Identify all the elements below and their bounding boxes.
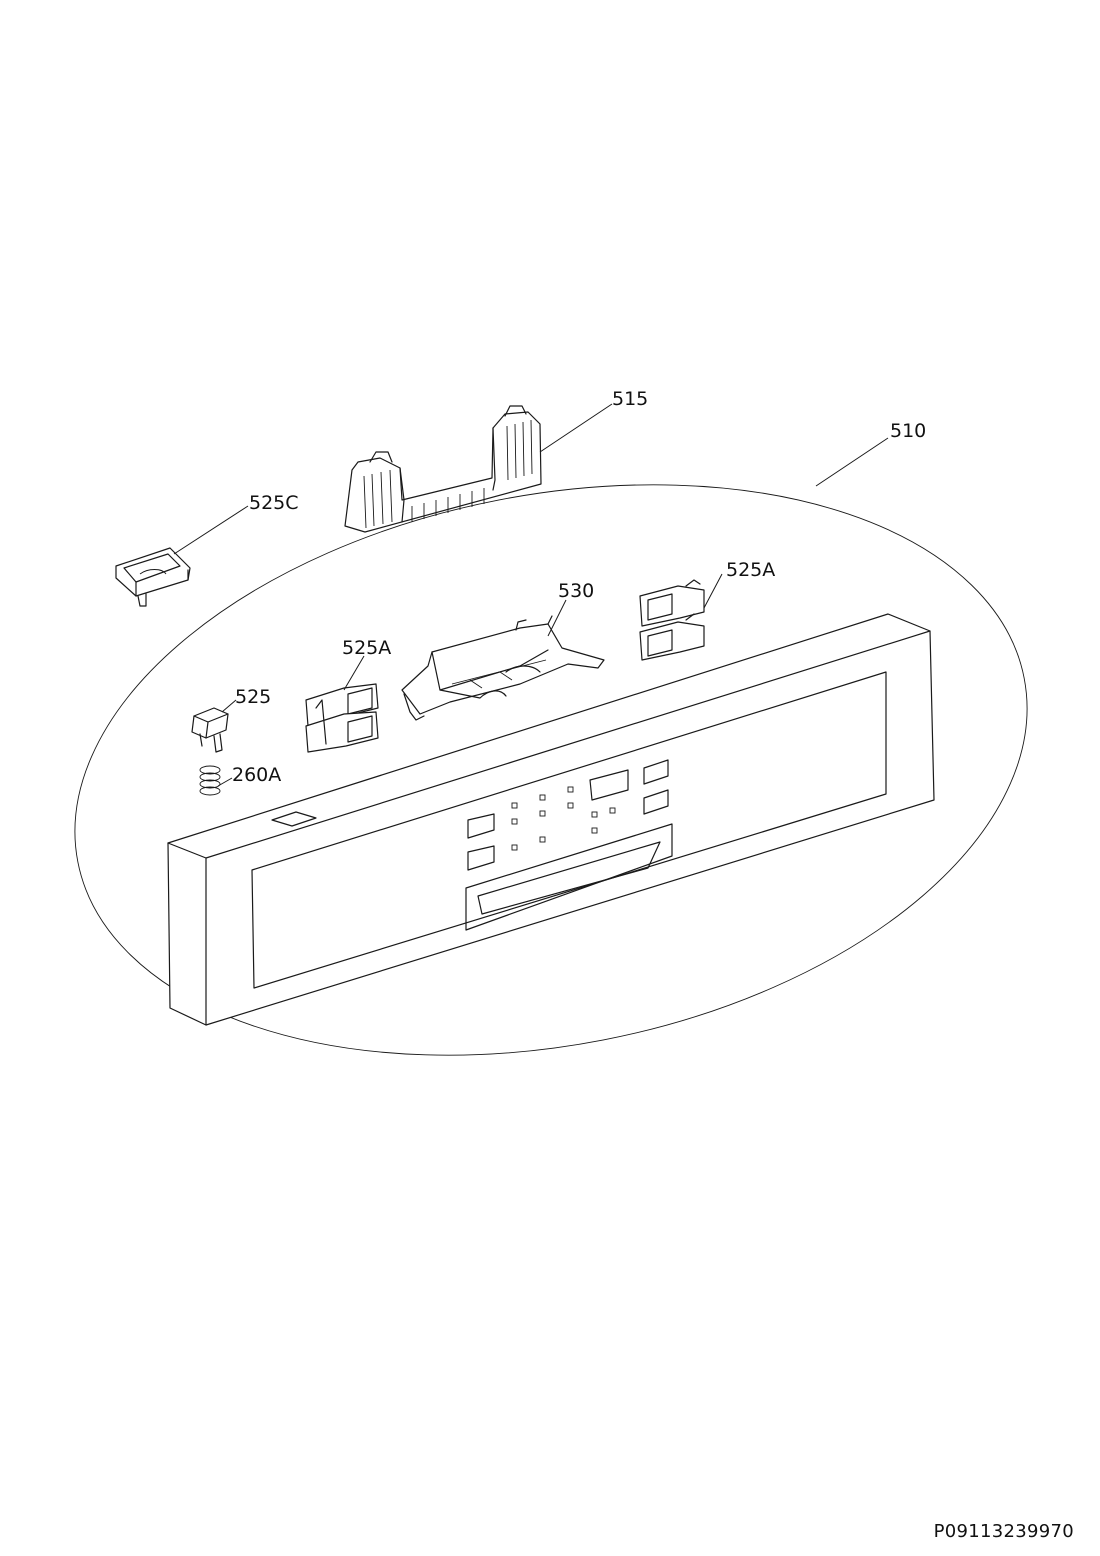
part-530-light-guide: [401, 615, 605, 721]
assembly-group-outline: [74, 484, 1028, 1056]
part-525-button: [191, 707, 229, 753]
document-id: P09113239970: [933, 1521, 1074, 1542]
leader-lines: [173, 403, 889, 787]
label-510: 510: [890, 420, 926, 442]
part-510-control-panel: [167, 613, 935, 1026]
label-525a-right: 525A: [726, 559, 775, 581]
part-525a-right-switches: [639, 579, 705, 661]
label-530: 530: [558, 580, 594, 602]
part-515-bracket: [344, 405, 542, 533]
label-525c: 525C: [249, 492, 299, 514]
part-525a-left-switches: [305, 683, 379, 753]
label-515: 515: [612, 388, 648, 410]
part-260a-spring: [199, 765, 221, 796]
label-525: 525: [235, 686, 271, 708]
label-525a-left: 525A: [342, 637, 391, 659]
label-260a: 260A: [232, 764, 281, 786]
part-525c-tray: [115, 547, 191, 607]
